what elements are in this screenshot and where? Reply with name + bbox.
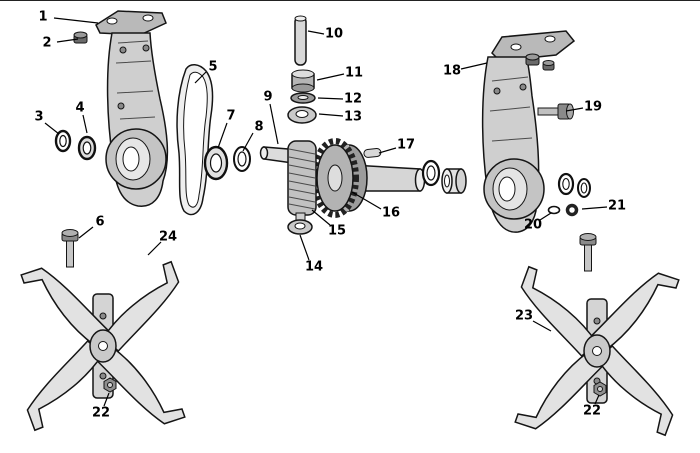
callout-leader-5 (194, 71, 207, 84)
callout-number-1: 1 (38, 10, 47, 25)
bearing-washer-8 (233, 146, 251, 172)
callout-number-2: 2 (42, 36, 51, 51)
callout-leader-19 (565, 107, 584, 112)
shaft-collar (291, 69, 315, 93)
callout-leader-22 (594, 394, 600, 405)
housing-bolt (537, 103, 574, 120)
callout-number-9: 9 (263, 90, 272, 105)
callout-leader-8 (242, 132, 254, 152)
callout-number-21: 21 (608, 199, 626, 214)
lock-nut-left (103, 377, 117, 393)
callout-leader-10 (307, 30, 325, 35)
callout-leader-23 (532, 320, 552, 332)
worm-wheel-gear (311, 138, 368, 218)
seal-washer-small (54, 129, 72, 153)
callout-leader-17 (378, 147, 397, 154)
right-gearbox-housing (481, 30, 576, 233)
callout-leader-12 (317, 97, 344, 100)
callout-leader-6 (78, 226, 94, 239)
callout-leader-11 (316, 73, 345, 81)
callout-leader-13 (318, 113, 344, 117)
callout-number-15: 15 (328, 224, 346, 239)
housing-cap-nut-right-a (525, 53, 540, 66)
lower-bearing (287, 212, 313, 235)
shaft-key (363, 147, 382, 158)
lock-nut-right (593, 381, 607, 397)
right-seal-washer-b (577, 178, 591, 198)
callout-number-17: 17 (397, 138, 415, 153)
callout-leader-18 (460, 62, 488, 70)
callout-number-14: 14 (305, 260, 323, 275)
callout-leader-24 (147, 241, 162, 256)
callout-leader-3 (44, 122, 60, 135)
bearing-washer-7 (203, 145, 229, 181)
shaft-bushing (441, 168, 467, 194)
upper-bearing (287, 106, 317, 124)
callout-number-6: 6 (95, 215, 104, 230)
right-tine-assembly (514, 265, 680, 437)
callout-number-5: 5 (208, 60, 217, 75)
callout-number-13: 13 (344, 110, 362, 125)
callout-number-8: 8 (254, 120, 263, 135)
shaft-spacer-washer (421, 159, 441, 187)
right-seal-washer-a (557, 172, 575, 196)
callout-number-23: 23 (515, 309, 533, 324)
callout-number-10: 10 (325, 27, 343, 42)
callout-leader-7 (217, 122, 228, 149)
callout-leader-16 (351, 191, 382, 210)
seal-washer-large (77, 135, 97, 161)
flat-washer-20 (547, 205, 561, 215)
housing-cap-nut (73, 31, 88, 44)
callout-leader-21 (581, 206, 608, 210)
callout-number-3: 3 (34, 110, 43, 125)
thrust-washer (290, 92, 316, 104)
callout-leader-15 (311, 209, 331, 226)
callout-number-22: 22 (583, 404, 601, 419)
callout-leader-14 (299, 234, 310, 261)
callout-leader-2 (56, 38, 79, 43)
callout-number-4: 4 (75, 101, 84, 116)
callout-leader-1 (53, 17, 99, 24)
callout-number-20: 20 (524, 218, 542, 233)
o-ring-21 (565, 203, 579, 217)
callout-number-18: 18 (443, 64, 461, 79)
housing-cap-nut-right-b (542, 60, 555, 71)
callout-number-22: 22 (92, 406, 110, 421)
drive-pin (294, 15, 307, 66)
housing-gasket (176, 64, 214, 216)
callout-number-24: 24 (159, 230, 177, 245)
callout-leader-9 (269, 103, 279, 145)
callout-leader-4 (82, 114, 88, 134)
left-gearbox-housing (95, 10, 169, 207)
callout-number-7: 7 (226, 109, 235, 124)
callout-number-12: 12 (344, 92, 362, 107)
callout-leader-22 (103, 392, 110, 407)
left-tine-assembly (20, 260, 186, 432)
right-tine-bolt (579, 233, 597, 272)
callout-number-11: 11 (345, 66, 363, 81)
callout-leader-20 (539, 212, 552, 221)
worm-gear (287, 140, 317, 216)
callout-number-19: 19 (584, 100, 602, 115)
tine-bolt-left (61, 229, 79, 268)
callout-number-16: 16 (382, 206, 400, 221)
